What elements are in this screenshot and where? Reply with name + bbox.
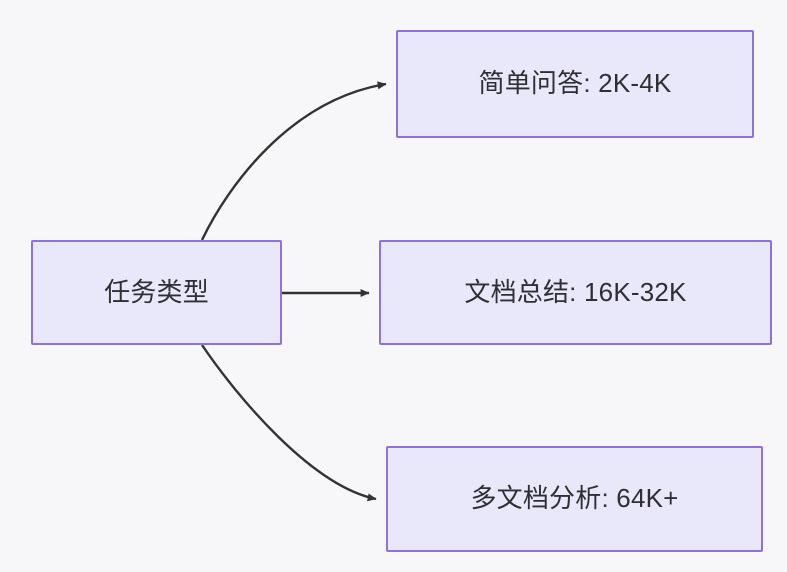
node-task-type-label: 任务类型 — [104, 276, 209, 307]
node-multidoc-analysis-label: 多文档分析: 64K+ — [470, 483, 679, 514]
edge-root-to-simple-qa — [200, 81, 387, 241]
node-multidoc-analysis[interactable]: 多文档分析: 64K+ — [386, 446, 763, 552]
node-simple-qa[interactable]: 简单问答: 2K-4K — [396, 30, 754, 138]
edge-root-to-multidoc-analysis — [201, 344, 377, 502]
node-doc-summary[interactable]: 文档总结: 16K-32K — [379, 240, 772, 345]
node-simple-qa-label: 简单问答: 2K-4K — [478, 68, 672, 99]
node-doc-summary-label: 文档总结: 16K-32K — [464, 276, 687, 307]
node-task-type[interactable]: 任务类型 — [31, 240, 282, 345]
